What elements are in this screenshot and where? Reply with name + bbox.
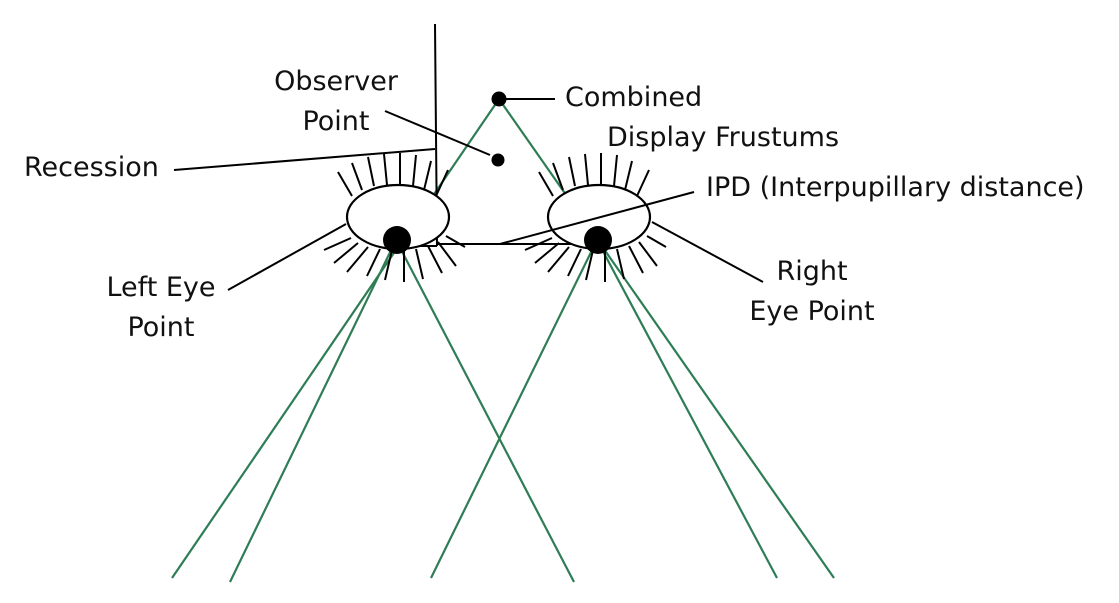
annotation-leaders xyxy=(173,98,695,245)
recession-leader xyxy=(173,148,436,171)
right-eye-frustum-right-line xyxy=(596,239,778,579)
frustum-lines xyxy=(171,98,835,583)
recession-label: Recession xyxy=(24,152,159,183)
left-eye-frustum-left-line xyxy=(229,239,397,583)
right-eye-upper-lashes xyxy=(538,153,650,197)
right-eye-pupil xyxy=(584,226,612,254)
left-eye-point-label: Left Eye Point xyxy=(106,272,216,343)
combined-frustum-apex-point xyxy=(491,91,507,107)
left-eye-lower-lashes xyxy=(323,235,466,282)
left-eye xyxy=(227,153,466,291)
observer-point-leader xyxy=(384,110,491,156)
combined-frustums-label: Combined Display Frustums xyxy=(565,82,840,153)
combined-frustum-right-line xyxy=(498,98,835,579)
right-eye-lower-lashes xyxy=(524,235,667,282)
observer-point-dot xyxy=(491,153,505,167)
left-eye-pupil xyxy=(383,226,411,254)
ipd-label: IPD (Interpupillary distance) xyxy=(706,172,1085,203)
ipd-leader xyxy=(499,191,695,245)
right-eye-point-label: Right Eye Point xyxy=(749,256,875,327)
left-eye-label-leader xyxy=(227,223,347,291)
right-eye-label-leader xyxy=(651,221,764,283)
left-eye-upper-lashes xyxy=(337,153,449,197)
right-eye-frustum-left-line xyxy=(430,239,598,579)
observer-point-label: Observer Point xyxy=(274,66,398,137)
left-eye-frustum-right-line xyxy=(395,239,575,583)
